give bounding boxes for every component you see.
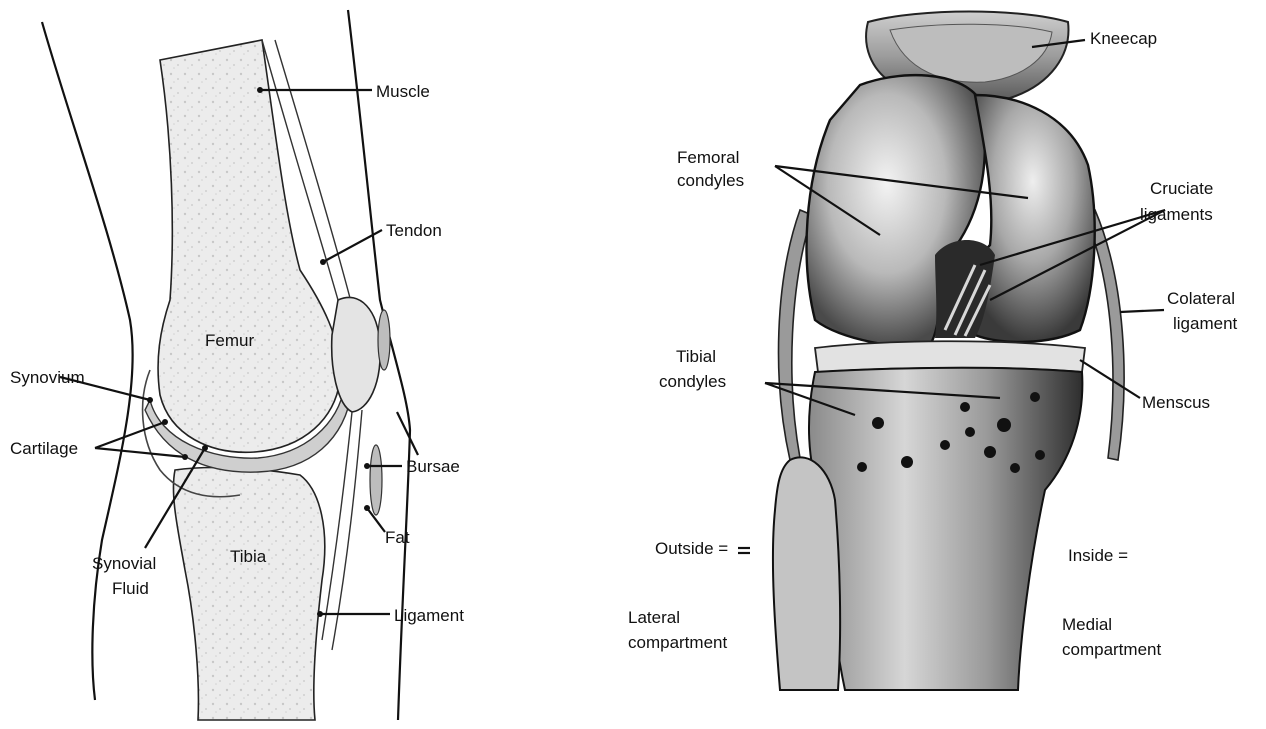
label-cruciate-ligaments: ligaments: [1140, 205, 1213, 224]
label-tibial: Tibial: [676, 347, 716, 366]
label-menscus: Menscus: [1142, 393, 1210, 412]
label-femoral-condyles: condyles: [677, 171, 744, 190]
label-kneecap: Kneecap: [1090, 29, 1157, 48]
patella-bone: [332, 297, 380, 412]
label-colateral-ligament: ligament: [1173, 314, 1238, 333]
tibia-bone: [173, 468, 324, 720]
label-tibial-condyles: condyles: [659, 372, 726, 391]
label-lateral-compartment: compartment: [628, 633, 727, 652]
label-synovium: Synovium: [10, 368, 85, 387]
label-fat: Fat: [385, 528, 410, 547]
label-medial: Medial: [1062, 615, 1112, 634]
fibula-bone: [773, 457, 840, 690]
label-femoral: Femoral: [677, 148, 739, 167]
label-ligament: Ligament: [394, 606, 464, 625]
label-cartilage: Cartilage: [10, 439, 78, 458]
label-tendon: Tendon: [386, 221, 442, 240]
label-femur: Femur: [205, 331, 254, 350]
label-outside: Outside =: [655, 539, 728, 558]
femoral-condyle-medial: [971, 95, 1095, 342]
label-colateral: Colateral: [1167, 289, 1235, 308]
label-muscle: Muscle: [376, 82, 430, 101]
label-lateral: Lateral: [628, 608, 680, 627]
label-medial-compartment: compartment: [1062, 640, 1161, 659]
label-synovial: Synovial: [92, 554, 156, 573]
bursa-lower: [370, 445, 382, 515]
skin-outline-back: [42, 22, 133, 700]
label-fluid: Fluid: [112, 579, 149, 598]
label-cruciate: Cruciate: [1150, 179, 1213, 198]
right-knee-illustration: [773, 12, 1124, 691]
femur-bone: [158, 40, 340, 452]
label-inside: Inside =: [1068, 546, 1128, 565]
bursa-upper: [378, 310, 390, 370]
label-tibia: Tibia: [230, 547, 267, 566]
tibia-head: [809, 368, 1082, 690]
label-bursae: Bursae: [406, 457, 460, 476]
